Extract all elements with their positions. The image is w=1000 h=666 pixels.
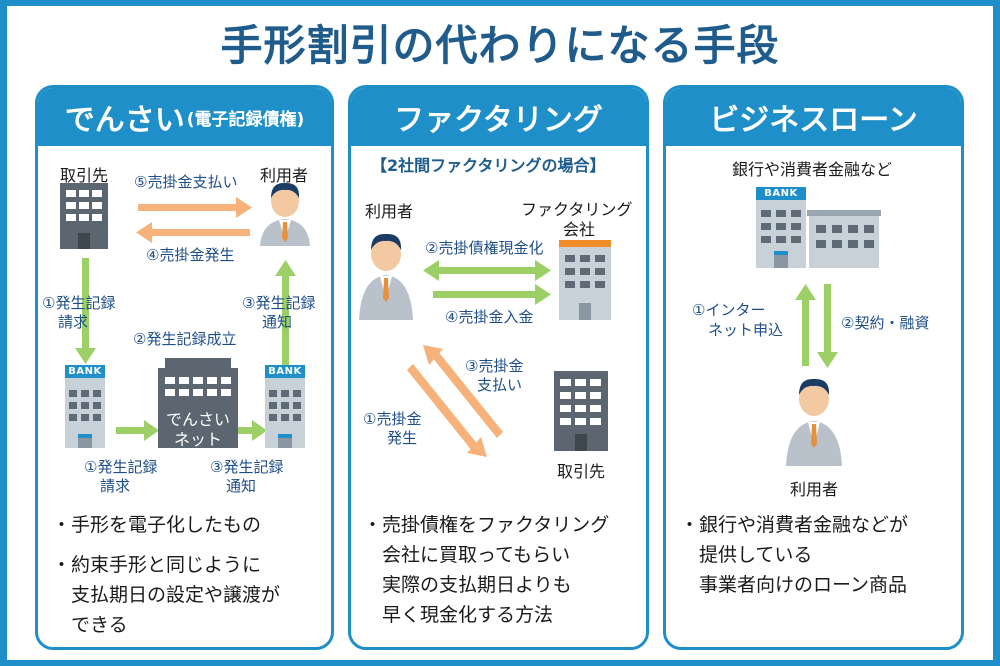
diag-payment-label-2: 支払い	[477, 376, 523, 394]
user-label: 利用者	[260, 166, 309, 185]
panel-business-loan: ビジネスローン	[663, 85, 964, 650]
center-established-label: ②発生記録成立	[133, 330, 237, 348]
person-icon	[260, 182, 310, 246]
right-up-label-2: 通知	[262, 313, 293, 331]
scenario-subtitle: 【2社間ファクタリングの場合】	[371, 156, 606, 175]
apply-label-1: ①インター	[692, 301, 766, 319]
bank-building-left-icon	[65, 378, 105, 448]
bullet-3: 実際の支払期日よりも	[363, 574, 572, 596]
factoring-company-building-icon	[559, 240, 611, 320]
header-main: ファクタリング	[394, 103, 603, 138]
panel-densai: でんさい (電子記録債権)	[35, 85, 334, 650]
bank-building-right-icon	[265, 378, 305, 448]
diag-payment-label-1: ③売掛金	[465, 357, 524, 375]
bullet-2: ・約束手形と同じように	[52, 554, 262, 576]
bullet-2: 提供している	[680, 544, 813, 566]
bank-tag: BANK	[756, 187, 806, 200]
arrow-deposit-label: ④売掛金入金	[445, 308, 534, 326]
arrow-receivable-cash-label: ②売掛債権現金化	[425, 239, 544, 257]
panel-factoring: ファクタリング	[348, 85, 649, 650]
arrow-deposit	[433, 284, 551, 305]
header-main: でんさい	[64, 103, 185, 138]
building-icon	[60, 183, 108, 249]
bottom-left-label-1: ①発生記録	[84, 458, 158, 476]
lender-label: 銀行や消費者金融など	[732, 160, 893, 179]
arrow-diagonal-occurrence	[407, 364, 487, 457]
arrow-receivable-label: ④売掛金発生	[146, 246, 235, 264]
left-down-label-1: ①発生記録	[42, 294, 116, 312]
arrow-receivable	[136, 222, 250, 243]
apply-label-2: ネット申込	[708, 321, 784, 339]
page-title: 手形割引の代わりになる手段	[220, 21, 780, 70]
user-label: 利用者	[365, 202, 414, 221]
arrow-bottom-left	[116, 420, 159, 441]
arrow-apply-up	[795, 284, 816, 366]
client-building-icon	[554, 371, 608, 451]
factoring-arrows	[359, 233, 611, 457]
panel-header-densai: でんさい (電子記録債権)	[38, 88, 331, 146]
loan-arrows	[756, 200, 881, 466]
bullet-3: 事業者向けのローン商品	[680, 574, 908, 596]
company-label-1: ファクタリング	[521, 200, 633, 219]
densai-net-name-1: でんさい	[165, 410, 230, 429]
contract-label: ②契約・融資	[841, 314, 930, 332]
arrow-diagonal-payment	[423, 345, 503, 438]
arrow-receivable-cash	[423, 260, 551, 281]
diag-occurrence-label-1: ①売掛金	[363, 410, 422, 428]
person-icon	[359, 233, 413, 320]
panel-header-factoring: ファクタリング	[351, 88, 646, 146]
lender-building-icon	[807, 210, 881, 268]
bullet-2: 会社に買取ってもらい	[363, 544, 571, 566]
densai-net-name-2: ネット	[173, 430, 222, 449]
panel-header-loan: ビジネスローン	[666, 88, 961, 146]
bottom-right-label-1: ③発生記録	[210, 458, 284, 476]
bottom-left-label-2: 請求	[100, 477, 131, 495]
arrow-payment-label: ⑤売掛金支払い	[134, 173, 238, 191]
bullet-1: ・銀行や消費者金融などが	[680, 514, 909, 536]
left-down-label-2: 請求	[58, 313, 89, 331]
arrow-left-down	[75, 258, 96, 364]
arrow-payment	[138, 197, 252, 218]
densai-arrows	[60, 182, 310, 448]
header-sub: (電子記録債権)	[186, 109, 305, 130]
bottom-right-label-2: 通知	[226, 477, 257, 495]
right-up-label-1: ③発生記録	[242, 294, 316, 312]
bullet-3: 支払期日の設定や譲渡が	[52, 584, 281, 606]
arrow-contract-down	[817, 284, 838, 368]
diag-occurrence-label-2: 発生	[387, 429, 418, 447]
bank-tag-right: BANK	[265, 365, 305, 378]
arrow-right-up	[275, 260, 296, 366]
arrow-bottom-right	[232, 420, 267, 441]
client-label: 取引先	[557, 462, 606, 481]
bullet-1: ・売掛債権をファクタリング	[363, 514, 610, 536]
bullet-4: 早く現金化する方法	[363, 604, 554, 626]
bank-building-icon	[756, 200, 806, 268]
densai-net-building-icon	[158, 358, 238, 448]
company-label-2: 会社	[563, 220, 596, 239]
bullet-1: ・手形を電子化したもの	[52, 514, 262, 536]
header-main: ビジネスローン	[709, 103, 918, 138]
person-icon	[786, 378, 842, 466]
bullet-4: できる	[52, 614, 128, 636]
user-label: 利用者	[790, 480, 839, 499]
bank-tag-left: BANK	[65, 365, 105, 378]
client-label: 取引先	[60, 166, 109, 185]
